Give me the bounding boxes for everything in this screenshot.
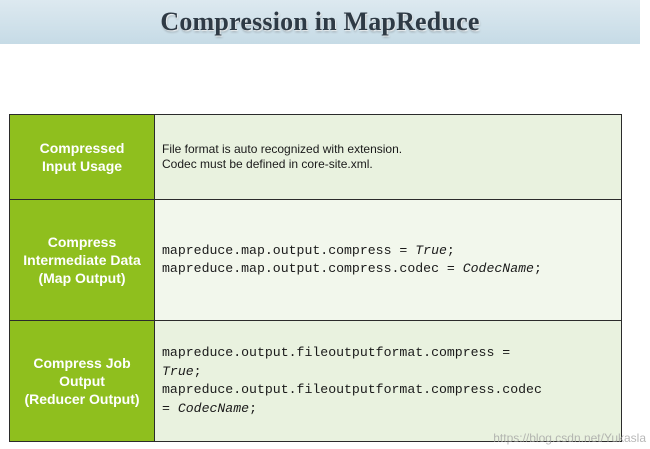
row-content-map-output: mapreduce.map.output.compress = True; ma… bbox=[154, 199, 622, 321]
table-row: Compress Intermediate Data (Map Output) … bbox=[9, 199, 622, 321]
code-text: ; bbox=[193, 363, 202, 379]
row-header-line: (Reducer Output) bbox=[24, 391, 140, 407]
content-line: Codec must be defined in core-site.xml. bbox=[162, 157, 373, 171]
code-value: CodecName bbox=[462, 261, 534, 276]
code-text: ; bbox=[533, 261, 542, 276]
table-row: Compressed Input Usage File format is au… bbox=[9, 114, 622, 200]
row-header-line: Output bbox=[59, 373, 105, 389]
code-text: mapreduce.map.output.compress.codec = bbox=[162, 261, 463, 276]
code-line: mapreduce.output.fileoutputformat.compre… bbox=[162, 381, 615, 400]
row-content-input: File format is auto recognized with exte… bbox=[154, 114, 622, 200]
slide-title: Compression in MapReduce bbox=[160, 7, 480, 36]
code-text: mapreduce.output.fileoutputformat.compre… bbox=[162, 382, 542, 397]
row-content-reducer-output: mapreduce.output.fileoutputformat.compre… bbox=[154, 320, 622, 442]
code-text: = bbox=[162, 400, 178, 416]
content-line: File format is auto recognized with exte… bbox=[162, 142, 403, 156]
row-header-line: Compress bbox=[47, 234, 117, 250]
row-header-input: Compressed Input Usage bbox=[9, 114, 155, 200]
code-value: CodecName bbox=[177, 400, 250, 416]
code-line: mapreduce.output.fileoutputformat.compre… bbox=[162, 344, 615, 363]
watermark-text: https://blog.csdn.net/Yukasla bbox=[493, 431, 646, 445]
code-line: = CodecName; bbox=[162, 400, 615, 419]
table-row: Compress Job Output (Reducer Output) map… bbox=[9, 320, 622, 442]
row-header-line: Input Usage bbox=[41, 158, 123, 174]
code-text: mapreduce.map.output.compress = bbox=[162, 242, 416, 258]
row-header-line: Intermediate Data bbox=[23, 252, 141, 268]
slide-title-bar: Compression in MapReduce bbox=[0, 0, 640, 44]
row-header-reducer-output: Compress Job Output (Reducer Output) bbox=[9, 320, 155, 442]
code-value: True bbox=[415, 242, 447, 258]
code-line: mapreduce.map.output.compress.codec = Co… bbox=[162, 260, 615, 279]
row-header-line: Compress Job bbox=[33, 355, 131, 371]
code-text: ; bbox=[249, 400, 257, 416]
code-text: ; bbox=[446, 242, 455, 258]
code-text: mapreduce.output.fileoutputformat.compre… bbox=[162, 345, 511, 360]
code-value: True bbox=[162, 363, 194, 379]
code-line: mapreduce.map.output.compress = True; bbox=[162, 242, 615, 261]
row-header-line: (Map Output) bbox=[38, 270, 126, 286]
row-header-map-output: Compress Intermediate Data (Map Output) bbox=[9, 199, 155, 321]
compression-table: Compressed Input Usage File format is au… bbox=[9, 114, 622, 442]
row-header-line: Compressed bbox=[39, 140, 125, 156]
code-line: True; bbox=[162, 363, 615, 382]
